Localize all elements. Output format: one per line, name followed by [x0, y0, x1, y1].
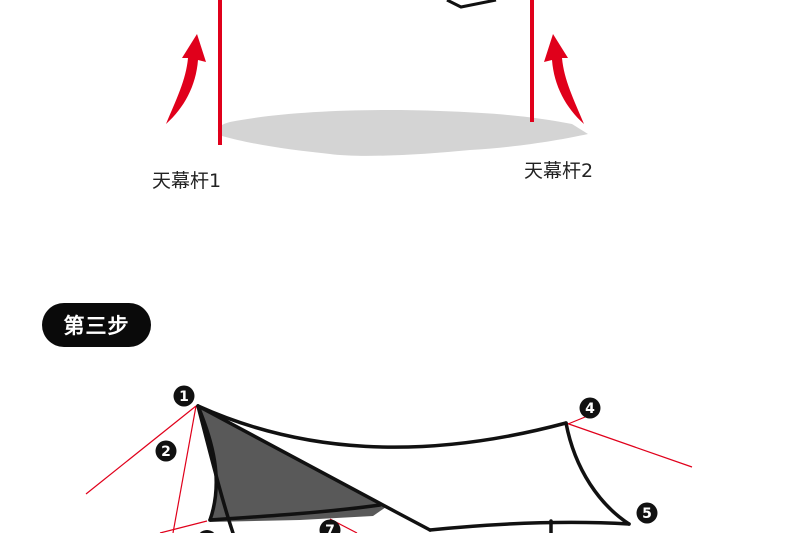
- raise-arrow-right-icon: [544, 34, 584, 124]
- guy-lines: [85, 405, 693, 533]
- marker-7: 7: [319, 519, 341, 533]
- svg-text:7: 7: [325, 523, 335, 533]
- marker-5: 5: [636, 502, 658, 524]
- svg-text:5: 5: [642, 506, 652, 522]
- step-badge: 第三步: [42, 303, 151, 347]
- step-label: 第三步: [63, 314, 130, 338]
- tarp-top-fragment: [446, 0, 497, 9]
- pole-2-label: 天幕杆2: [524, 160, 594, 182]
- raise-arrow-left-icon: [166, 34, 206, 124]
- pole-1-label: 天幕杆1: [152, 170, 222, 192]
- ground-shadow: [217, 110, 588, 156]
- marker-1: 1: [173, 385, 195, 407]
- svg-text:4: 4: [585, 401, 595, 417]
- marker-2: 2: [155, 440, 177, 462]
- svg-text:1: 1: [179, 389, 189, 405]
- tarp-dark-panel: [198, 406, 386, 522]
- tarp-outline: [196, 404, 631, 533]
- svg-text:2: 2: [161, 444, 171, 460]
- marker-partial: [199, 530, 215, 533]
- marker-4: 4: [579, 397, 601, 419]
